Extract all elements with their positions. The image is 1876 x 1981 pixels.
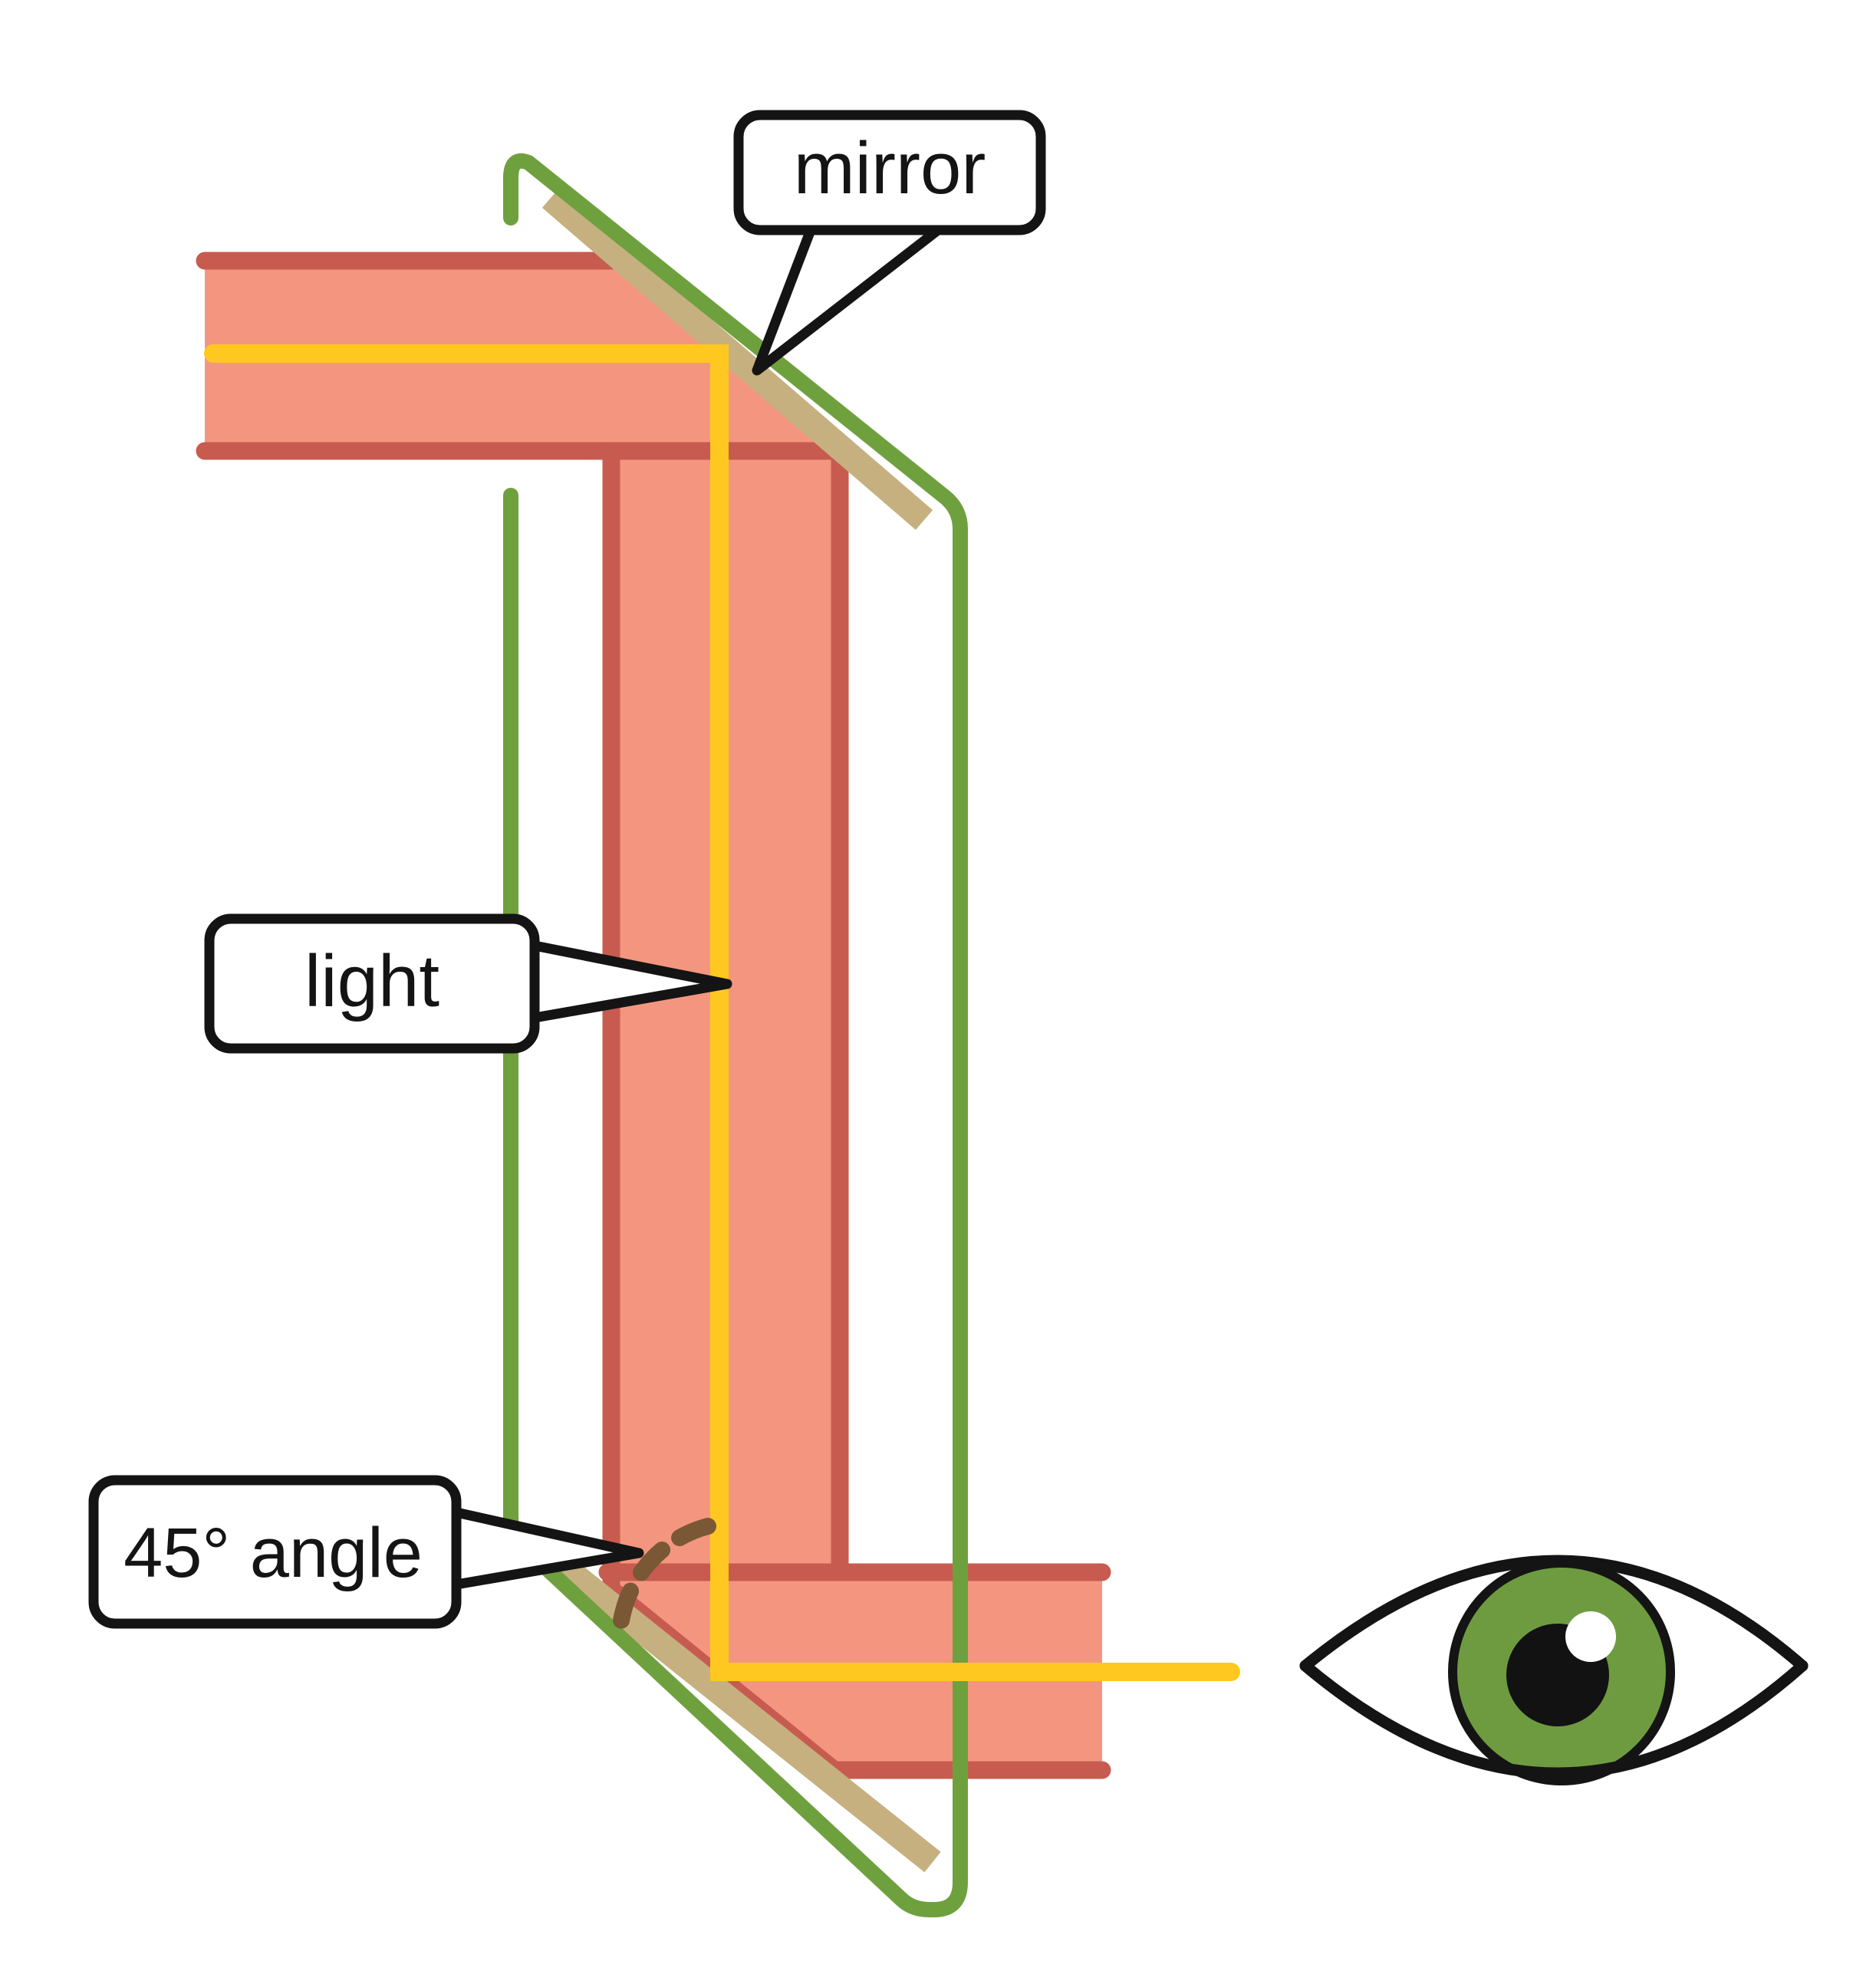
callout-angle: 45° angle <box>88 1475 644 1629</box>
eye-icon <box>1299 1555 1809 1785</box>
callout-light-label: light <box>304 940 439 1022</box>
callout-mirror-box <box>733 110 1046 235</box>
callout-light: light <box>204 913 732 1054</box>
eye-highlight <box>1565 1611 1616 1662</box>
callout-mirror-label: mirror <box>794 127 986 209</box>
eye-lower-lid <box>1299 1660 1809 1779</box>
eye-upper-lid <box>1299 1555 1809 1672</box>
callout-mirror: mirror <box>733 110 1046 376</box>
light-ray <box>204 344 1240 1681</box>
callout-angle-box <box>88 1475 462 1629</box>
light-beam-fill <box>205 261 1102 1770</box>
top-mirror-icon <box>541 188 933 530</box>
callout-angle-label: 45° angle <box>123 1514 423 1592</box>
angle-arc-icon <box>613 1518 716 1629</box>
callout-light-box <box>204 913 540 1054</box>
